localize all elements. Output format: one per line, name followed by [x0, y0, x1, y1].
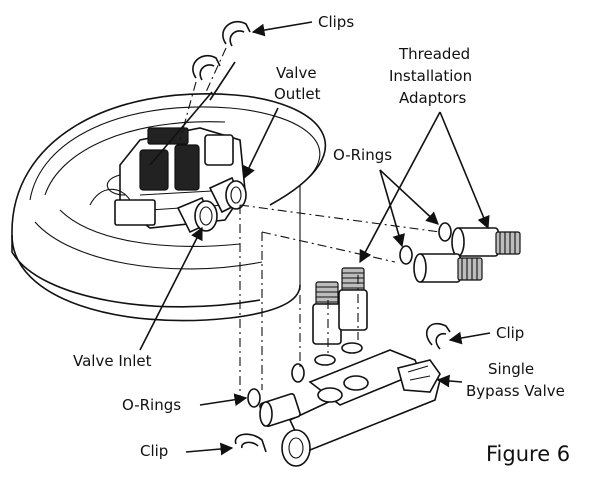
clip-top-left — [192, 54, 221, 81]
figure-caption: Figure 6 — [486, 442, 570, 466]
label-valve-outlet-line1: Valve — [276, 64, 317, 82]
label-clip-right: Clip — [496, 324, 524, 342]
label-adaptors-line2: Installation — [389, 67, 472, 85]
adaptor-vertical-left — [312, 281, 342, 345]
o-ring-lower-side — [291, 363, 305, 383]
valve-inlet-port — [176, 196, 218, 234]
softener-tank — [11, 93, 327, 322]
bypass-valve — [281, 349, 441, 467]
clip-right — [426, 322, 451, 350]
clip-top-right — [222, 20, 251, 47]
label-bypass-line2: Bypass Valve — [466, 382, 565, 400]
o-ring-lower-left-vertical — [314, 354, 336, 366]
label-orings-left: O-Rings — [122, 396, 181, 414]
label-valve-inlet: Valve Inlet — [73, 352, 152, 370]
label-orings-top: O-Rings — [333, 146, 392, 164]
o-ring-left — [247, 388, 261, 408]
label-clip-bottom: Clip — [140, 442, 168, 460]
adaptor-horizontal-lower — [413, 253, 483, 283]
bypass-inlet-connector — [259, 393, 301, 427]
leader-lines — [139, 21, 491, 456]
adaptor-vertical-right — [338, 267, 368, 331]
label-adaptors-line1: Threaded — [398, 45, 470, 63]
label-clips-top: Clips — [318, 13, 354, 31]
o-ring-upper-left — [399, 245, 413, 265]
control-valve — [89, 127, 246, 229]
o-ring-upper-right — [438, 222, 452, 242]
label-adaptors-line3: Adaptors — [399, 89, 466, 107]
label-valve-outlet-line2: Outlet — [274, 85, 321, 103]
label-bypass-line1: Single — [488, 360, 534, 378]
o-ring-lower-right-vertical — [341, 342, 363, 354]
adaptor-horizontal-upper — [451, 227, 521, 257]
valve-outlet-port — [208, 176, 247, 214]
alignment-lines — [179, 47, 441, 400]
clip-bottom — [234, 433, 267, 453]
